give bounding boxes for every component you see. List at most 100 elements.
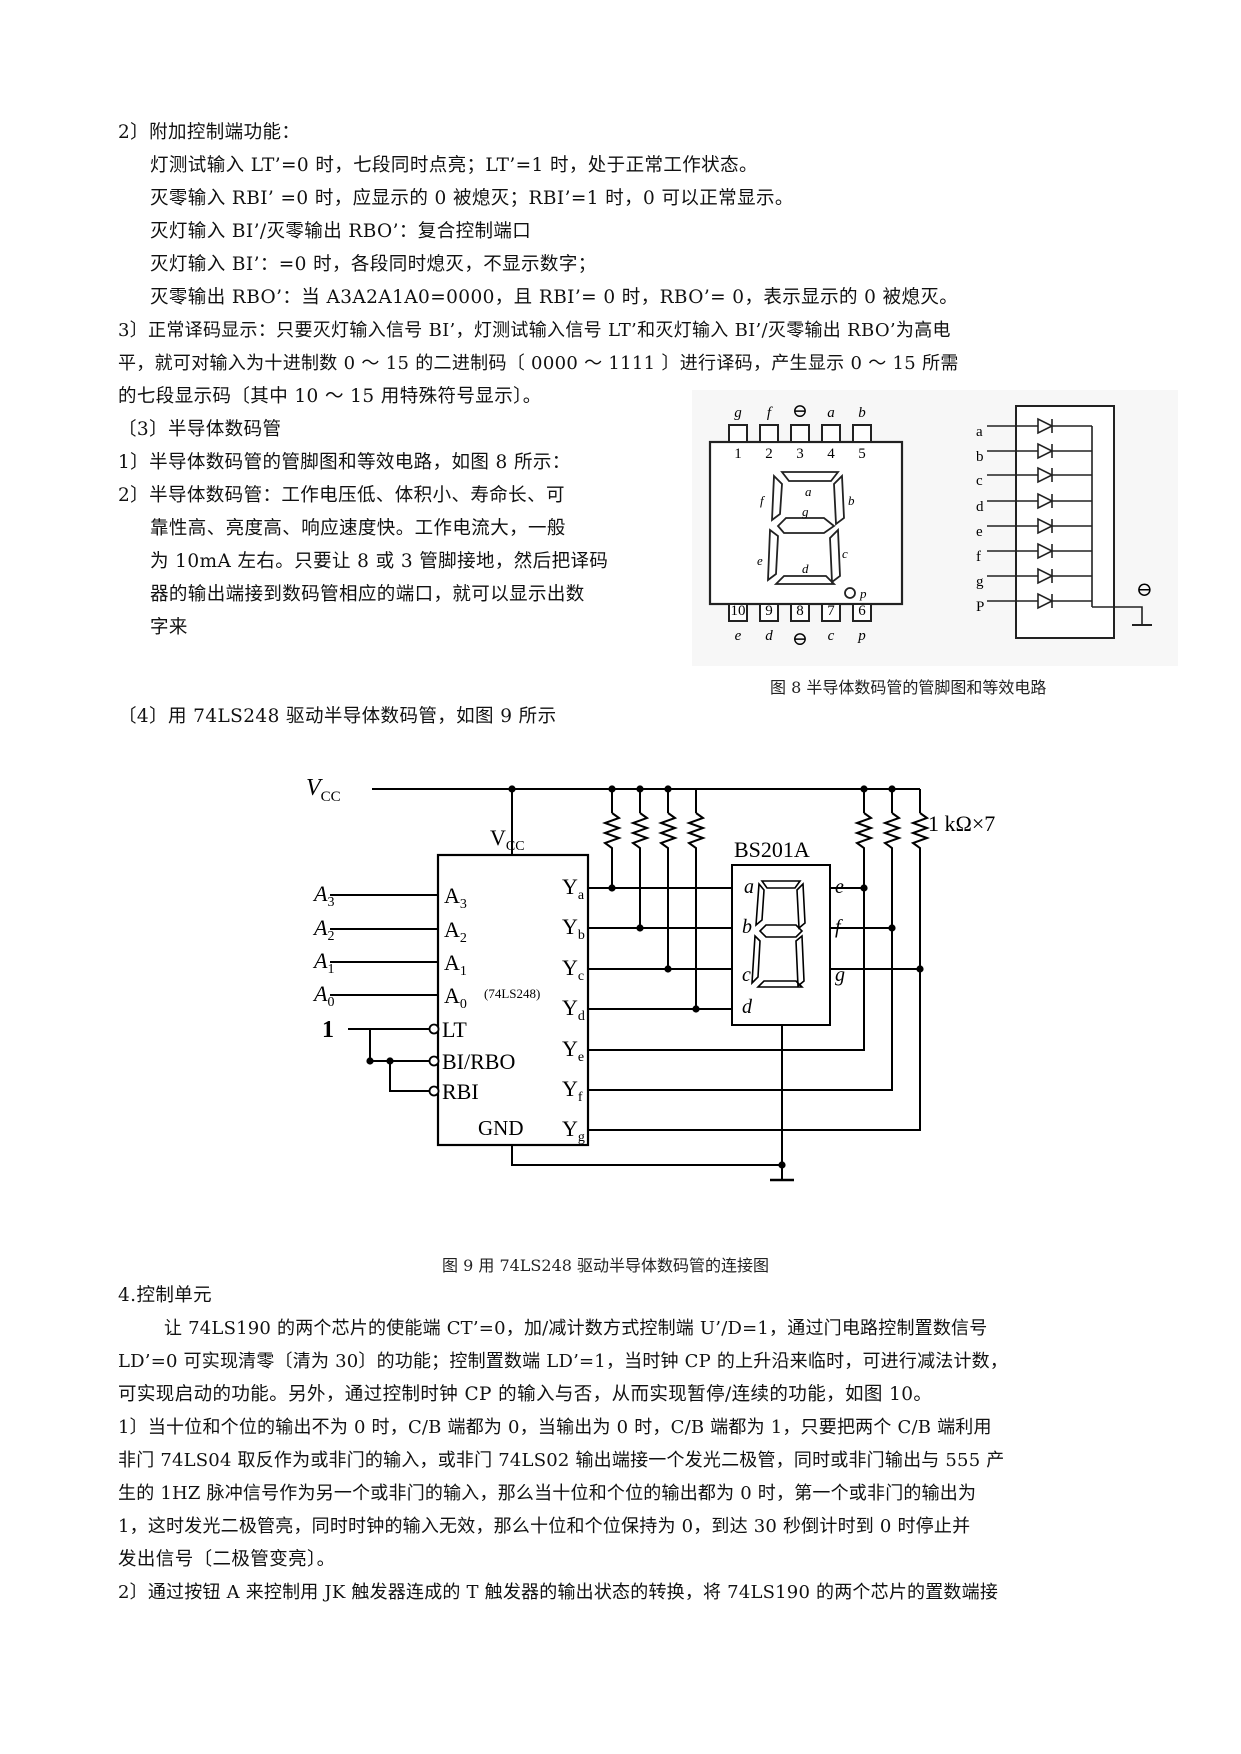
diode-label: P: [976, 599, 984, 615]
section-heading: 〔4〕用 74LS248 驱动半导体数码管，如图 9 所示: [118, 706, 557, 727]
pin-label: A3: [444, 883, 467, 912]
section-heading: 〔3〕半导体数码管: [118, 419, 282, 440]
output-pin-label: Ya: [562, 874, 585, 903]
figure-caption: 图 8 半导体数码管的管脚图和等效电路: [770, 678, 1047, 697]
junction-dot: [636, 785, 644, 793]
figure-8-led-pinout: g f ⊖ a b 1 2 3 4 5 10 9 8 7 6 e d ⊖ c p…: [692, 390, 1178, 666]
paragraph-line: 的七段显示码〔其中 10 ～ 15 用特殊符号显示〕。: [118, 386, 542, 407]
display-segment-label: b: [742, 916, 752, 938]
section-heading: 4.控制单元: [118, 1285, 213, 1306]
segment-label: a: [805, 484, 812, 499]
section-heading: 2〕附加控制端功能：: [118, 122, 301, 143]
pin-number: 9: [765, 603, 773, 619]
paragraph-line: 发出信号〔二极管变亮〕。: [118, 1549, 336, 1570]
junction-dot: [664, 965, 672, 973]
diode-label: a: [976, 424, 983, 440]
diode-label: b: [976, 449, 984, 465]
paragraph-line: 3〕正常译码显示：只要灭灯输入信号 BI’，灯测试输入信号 LT’和灭灯输入 B…: [118, 320, 951, 341]
display-name: BS201A: [734, 837, 810, 862]
resistor-icon: [882, 812, 902, 853]
pin-number: 10: [731, 603, 746, 619]
paragraph-line: LD’=0 可实现清零〔清为 30〕的功能；控制置数端 LD’=1，当时钟 CP…: [118, 1351, 1009, 1372]
paragraph-line: 可实现启动的功能。另外，通过控制时钟 CP 的输入与否，从而实现暂停/连续的功能…: [118, 1384, 933, 1405]
display-digit: [751, 880, 806, 988]
pin-number: 3: [796, 446, 804, 462]
pin-label: BI/RBO: [442, 1049, 515, 1074]
junction-dot: [386, 1057, 394, 1065]
display-segment-label: g: [835, 964, 845, 986]
diode-icon: [1037, 442, 1054, 460]
chip-vcc-label: VCC: [490, 825, 525, 854]
pin-label: A1: [444, 950, 467, 979]
input-label: A3: [312, 881, 334, 910]
diode-label: d: [976, 499, 984, 515]
pin-number: 5: [858, 446, 866, 462]
paragraph-line: 让 74LS190 的两个芯片的使能端 CT’=0，加/减计数方式控制端 U’/…: [164, 1318, 988, 1339]
led-package: [708, 440, 904, 606]
segment-label: g: [802, 504, 809, 519]
pin-label: f: [767, 405, 773, 421]
pin-label: LT: [442, 1017, 467, 1042]
pin-label: d: [765, 628, 773, 644]
paragraph-line: 2〕通过按钮 A 来控制用 JK 触发器连成的 T 触发器的输出状态的转换，将 …: [118, 1582, 999, 1603]
list-item: 字来: [150, 617, 188, 638]
paragraph-line: 灭零输入 RBI’ =0 时，应显示的 0 被熄灭；RBI’=1 时，0 可以正…: [150, 188, 794, 209]
segment-label: f: [760, 493, 766, 508]
list-item: 为 10mA 左右。只要让 8 或 3 管脚接地，然后把译码: [150, 551, 609, 572]
junction-dot: [692, 1005, 700, 1013]
list-item: 1〕半导体数码管的管脚图和等效电路，如图 8 所示：: [118, 452, 571, 473]
pin-label: c: [828, 628, 835, 644]
resistor-icon: [686, 812, 706, 853]
junction-dot: [860, 785, 868, 793]
output-pin-label: Yd: [562, 995, 585, 1024]
junction-dot: [608, 785, 616, 793]
display-segment-label: e: [835, 876, 844, 898]
pin-number: 8: [796, 603, 804, 619]
diode-icon: [1037, 466, 1054, 484]
junction-dot: [366, 1057, 374, 1065]
figure-caption: 图 9 用 74LS248 驱动半导体数码管的连接图: [442, 1256, 770, 1275]
pin-label: e: [735, 628, 742, 644]
output-pin-label: Yb: [562, 914, 585, 943]
pin-label: A2: [444, 917, 467, 946]
pin-number: 1: [734, 446, 742, 462]
display-segment-label: a: [744, 876, 754, 898]
ground-icon: ⊖: [792, 401, 808, 422]
pin-number: 2: [765, 446, 773, 462]
resistor-label: 1 kΩ×7: [928, 811, 995, 836]
pin-number: 6: [858, 603, 866, 619]
segment-label: p: [859, 586, 867, 601]
paragraph-line: 平，就可对输入为十进制数 0 ～ 15 的二进制码〔 0000 ～ 1111 〕…: [118, 353, 959, 374]
vcc-sub: CC: [321, 789, 341, 805]
diode-label: c: [976, 473, 983, 489]
list-item: 2〕半导体数码管：工作电压低、体积小、寿命长、可: [118, 485, 565, 506]
segment-label: d: [802, 561, 809, 576]
resistor-icon: [910, 812, 930, 853]
pin-label: RBI: [442, 1079, 479, 1104]
paragraph-line: 1〕当十位和个位的输出不为 0 时，C/B 端都为 0，当输出为 0 时，C/B…: [118, 1417, 992, 1438]
pin-number: 7: [827, 603, 835, 619]
diode-label: g: [976, 574, 984, 590]
input-label: A2: [312, 915, 334, 944]
display-segment-label: c: [742, 964, 751, 986]
junction-dot: [508, 785, 516, 793]
resistor-icon: [658, 812, 678, 853]
paragraph-line: 非门 74LS04 取反作为或非门的输入，或非门 74LS02 输出端接一个发光…: [118, 1450, 1005, 1471]
figure-9-circuit: VCC A: [306, 775, 995, 1182]
svg-text:VCC: VCC: [306, 775, 341, 805]
input-label: A0: [312, 981, 334, 1010]
ground-icon: ⊖: [1136, 579, 1153, 601]
pin-label: b: [858, 405, 866, 421]
pin-label: a: [827, 405, 835, 421]
paragraph-line: 灭灯输入 BI’/灭零输出 RBO’：复合控制端口: [150, 221, 532, 242]
paragraph-line: 1，这时发光二极管亮，同时时钟的输入无效，那么十位和个位保持为 0，到达 30 …: [118, 1516, 971, 1537]
output-pin-label: Ye: [562, 1036, 584, 1065]
output-pin-label: Yf: [562, 1076, 583, 1105]
paragraph-line: 灯测试输入 LT’=0 时，七段同时点亮；LT’=1 时，处于正常工作状态。: [150, 155, 758, 176]
junction-dot: [916, 965, 924, 973]
paragraph-line: 生的 1HZ 脉冲信号作为另一个或非门的输入，那么当十位和个位的输出都为 0 时…: [118, 1483, 977, 1504]
list-item: 靠性高、亮度高、响应速度快。工作电流大，一般: [150, 518, 566, 539]
junction-dot: [888, 785, 896, 793]
display-segment-label: d: [742, 996, 753, 1018]
equivalent-circuit-box: [1015, 405, 1115, 639]
